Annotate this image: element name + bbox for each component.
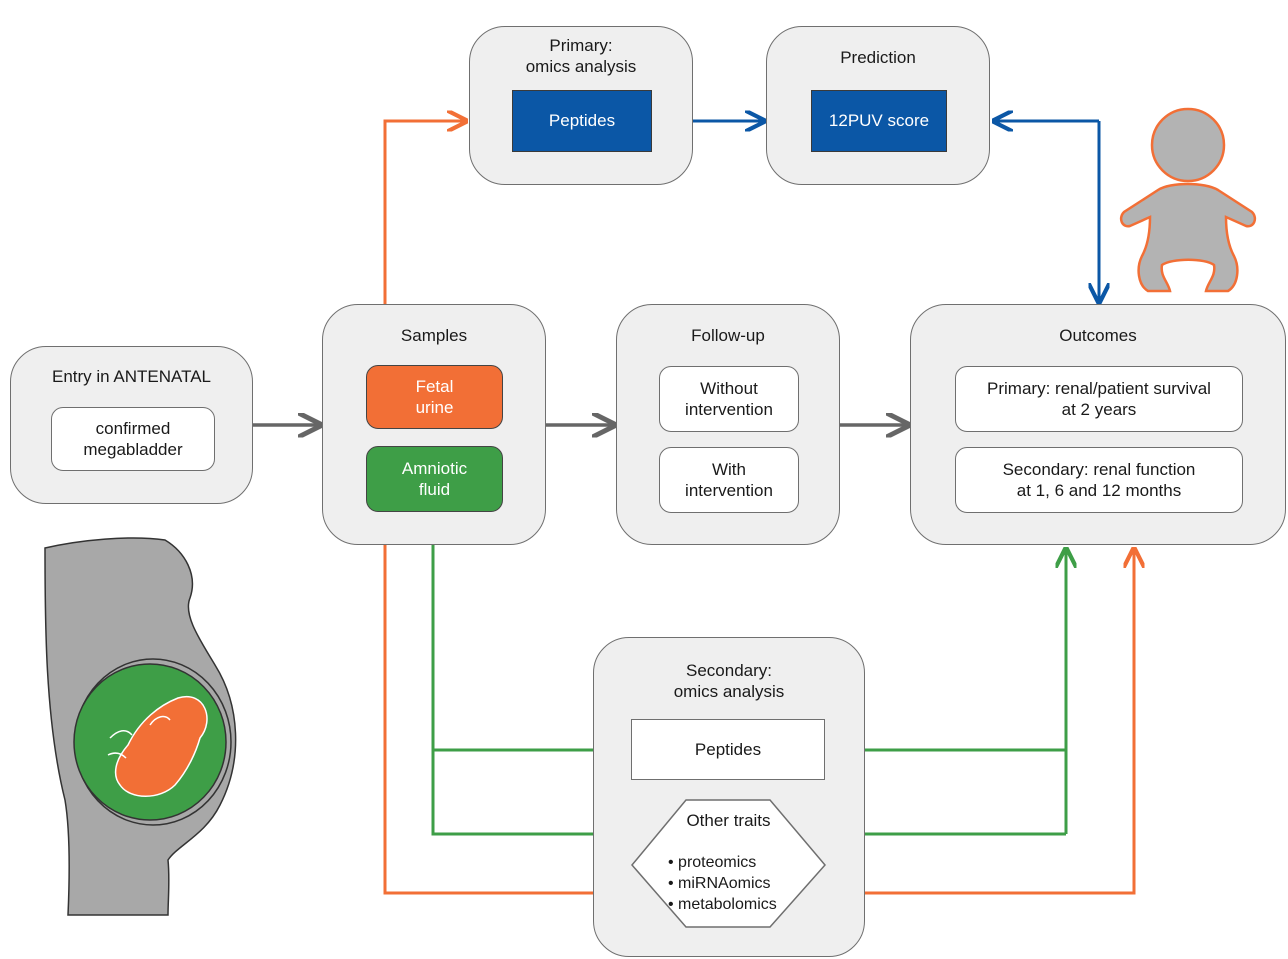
baby-icon — [1119, 107, 1257, 293]
other-traits-title: Other traits — [686, 811, 771, 830]
prediction-box: Prediction 12PUV score — [766, 26, 990, 185]
outcomes-title: Outcomes — [1059, 326, 1137, 345]
trait-metabolomics: metabolomics — [668, 894, 777, 915]
other-traits-list: proteomics miRNAomics metabolomics — [668, 852, 777, 915]
entry-item: confirmed megabladder — [51, 407, 215, 471]
entry-title: Entry in ANTENATAL — [51, 367, 212, 386]
entry-box: Entry in ANTENATAL confirmed megabladder — [10, 346, 253, 504]
followup-with: With intervention — [659, 447, 799, 513]
followup-box: Follow-up Without intervention With inte… — [616, 304, 840, 545]
arrow-urine-to-primary-omics — [383, 121, 466, 366]
outcomes-box: Outcomes Primary: renal/patient survival… — [910, 304, 1286, 545]
secondary-omics-title: Secondary: omics analysis — [673, 661, 785, 701]
outcomes-primary: Primary: renal/patient survival at 2 yea… — [955, 366, 1243, 432]
outcomes-secondary: Secondary: renal function at 1, 6 and 12… — [955, 447, 1243, 513]
trait-mirnaomics: miRNAomics — [668, 873, 777, 894]
prediction-title: Prediction — [840, 48, 916, 67]
amniotic-fluid-sample: Amniotic fluid — [366, 446, 503, 512]
followup-without: Without intervention — [659, 366, 799, 432]
samples-title: Samples — [400, 326, 468, 345]
primary-omics-box: Primary: omics analysis Peptides — [469, 26, 693, 185]
followup-title: Follow-up — [691, 326, 765, 345]
arrow-amniotic-to-other-traits — [431, 750, 643, 834]
secondary-peptides: Peptides — [631, 719, 825, 780]
12puv-score: 12PUV score — [811, 90, 947, 152]
arrow-urine-to-other-traits — [383, 512, 643, 893]
pregnant-woman-illustration — [44, 537, 237, 916]
primary-peptides: Peptides — [512, 90, 652, 152]
trait-proteomics: proteomics — [668, 852, 777, 873]
primary-omics-title: Primary: omics analysis — [525, 36, 637, 76]
fetal-urine-sample: Fetal urine — [366, 365, 503, 429]
